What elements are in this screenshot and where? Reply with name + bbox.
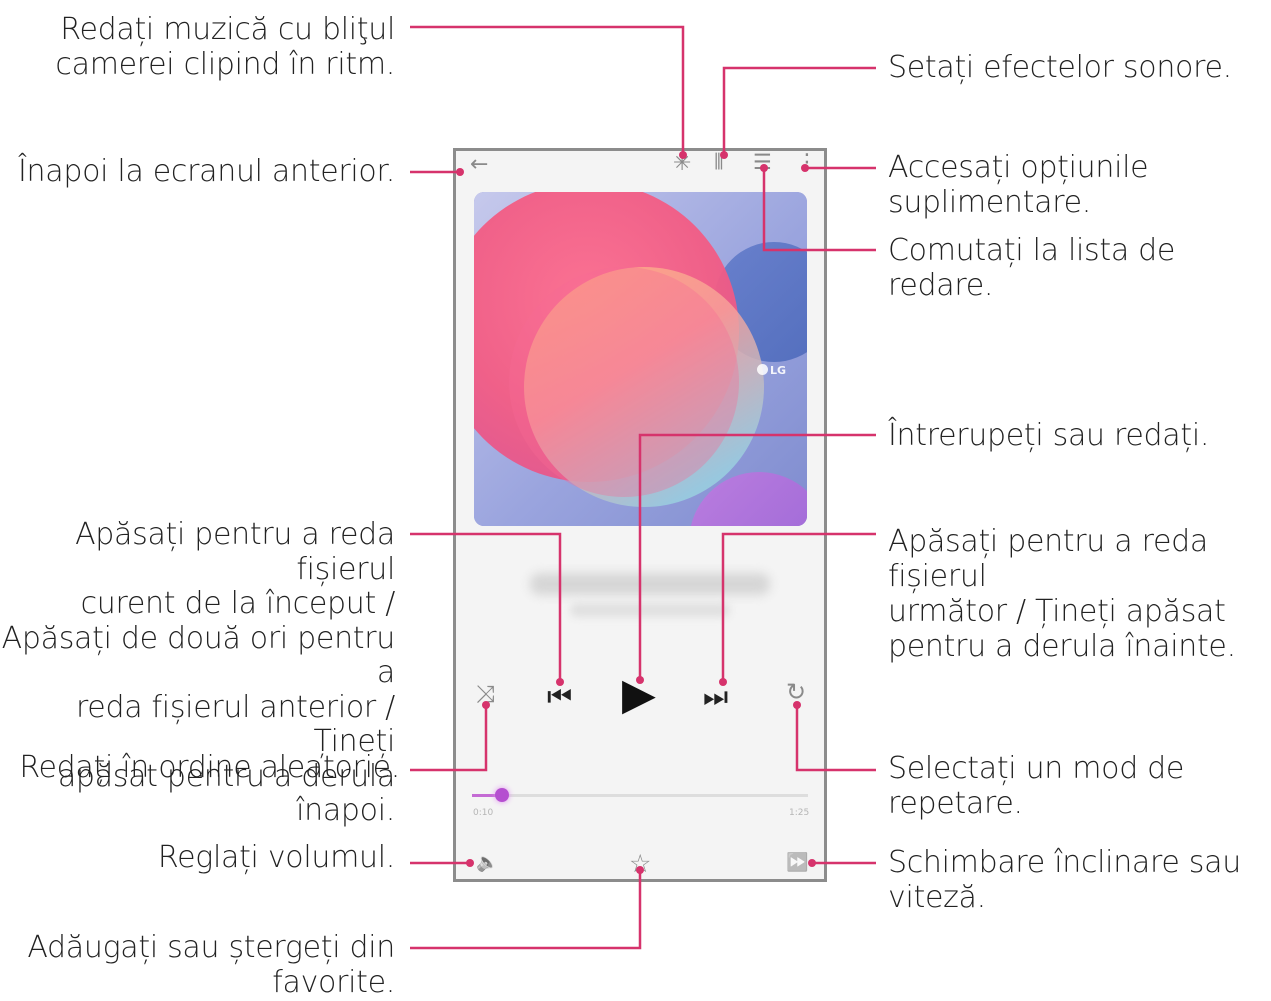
label-next: Apăsați pentru a reda fișierul următor /… xyxy=(888,524,1236,664)
shuffle-icon[interactable]: ⤨ xyxy=(476,680,496,708)
progress-track[interactable] xyxy=(472,794,808,797)
label-more-options: Accesați opțiunile suplimentare. xyxy=(888,150,1149,220)
callout-dot-repeat xyxy=(793,701,801,709)
callout-line-favorite xyxy=(410,870,642,950)
album-art-graphic xyxy=(474,192,807,526)
callout-dot-play xyxy=(636,676,644,684)
callout-dot-more-options xyxy=(801,164,809,172)
callout-dot-flash xyxy=(679,151,687,159)
callout-line-previous xyxy=(410,532,562,682)
callout-dot-next xyxy=(719,678,727,686)
callout-line-playlist xyxy=(762,168,876,252)
total-time: 1:25 xyxy=(789,808,810,818)
favorite-icon[interactable]: ☆ xyxy=(629,849,652,878)
label-previous: Apăsați pentru a reda fișierul curent de… xyxy=(1,517,396,828)
label-repeat: Selectați un mod de repetare. xyxy=(888,751,1185,821)
callout-dot-favorite xyxy=(636,866,644,874)
label-playlist: Comutați la lista de redare. xyxy=(888,233,1176,303)
callout-line-sound-effects xyxy=(722,66,876,155)
flash-icon[interactable]: ✳ xyxy=(673,151,692,176)
equalizer-icon[interactable]: ⦀ xyxy=(714,150,724,175)
lg-logo: LG xyxy=(770,364,787,377)
callout-line-repeat xyxy=(795,705,876,772)
callout-line-play xyxy=(638,433,876,680)
callout-line-next xyxy=(721,532,876,682)
progress-fill xyxy=(472,794,503,797)
label-back: Înapoi la ecranul anterior. xyxy=(18,154,395,189)
volume-icon[interactable]: 🔈 xyxy=(476,852,499,873)
label-speed: Schimbare înclinare sau viteză. xyxy=(888,845,1241,915)
callout-line-flash xyxy=(410,25,685,155)
label-volume: Reglați volumul. xyxy=(157,840,395,875)
callout-dot-playlist xyxy=(760,164,768,172)
progress-handle[interactable] xyxy=(495,788,510,802)
callout-dot-sound-effects xyxy=(720,151,728,159)
callout-dot-back xyxy=(456,168,464,176)
repeat-icon[interactable]: ↻ xyxy=(786,678,807,706)
label-sound-effects: Setați efectelor sonore. xyxy=(888,50,1232,85)
callout-dot-speed xyxy=(808,859,816,867)
callout-dot-previous xyxy=(556,678,564,686)
lg-logo-circle xyxy=(757,364,768,375)
back-icon[interactable]: ← xyxy=(470,152,489,177)
label-favorite: Adăugați sau ștergeți din favorite. xyxy=(27,930,395,1000)
elapsed-time: 0:10 xyxy=(473,808,494,818)
callout-dot-volume xyxy=(466,859,474,867)
song-title-blurred xyxy=(530,573,770,595)
label-flash-music: Redați muzică cu bliţul camerei clipind … xyxy=(55,12,395,82)
callout-dot-shuffle xyxy=(482,701,490,709)
label-shuffle: Redați în ordine aleatorie. xyxy=(19,750,400,785)
album-art: LG xyxy=(474,192,807,526)
callout-line-shuffle xyxy=(410,705,488,772)
label-pause-play: Întrerupeți sau redați. xyxy=(888,418,1210,453)
speed-icon[interactable]: ⏩ xyxy=(786,852,809,873)
artist-name-blurred xyxy=(570,603,730,617)
